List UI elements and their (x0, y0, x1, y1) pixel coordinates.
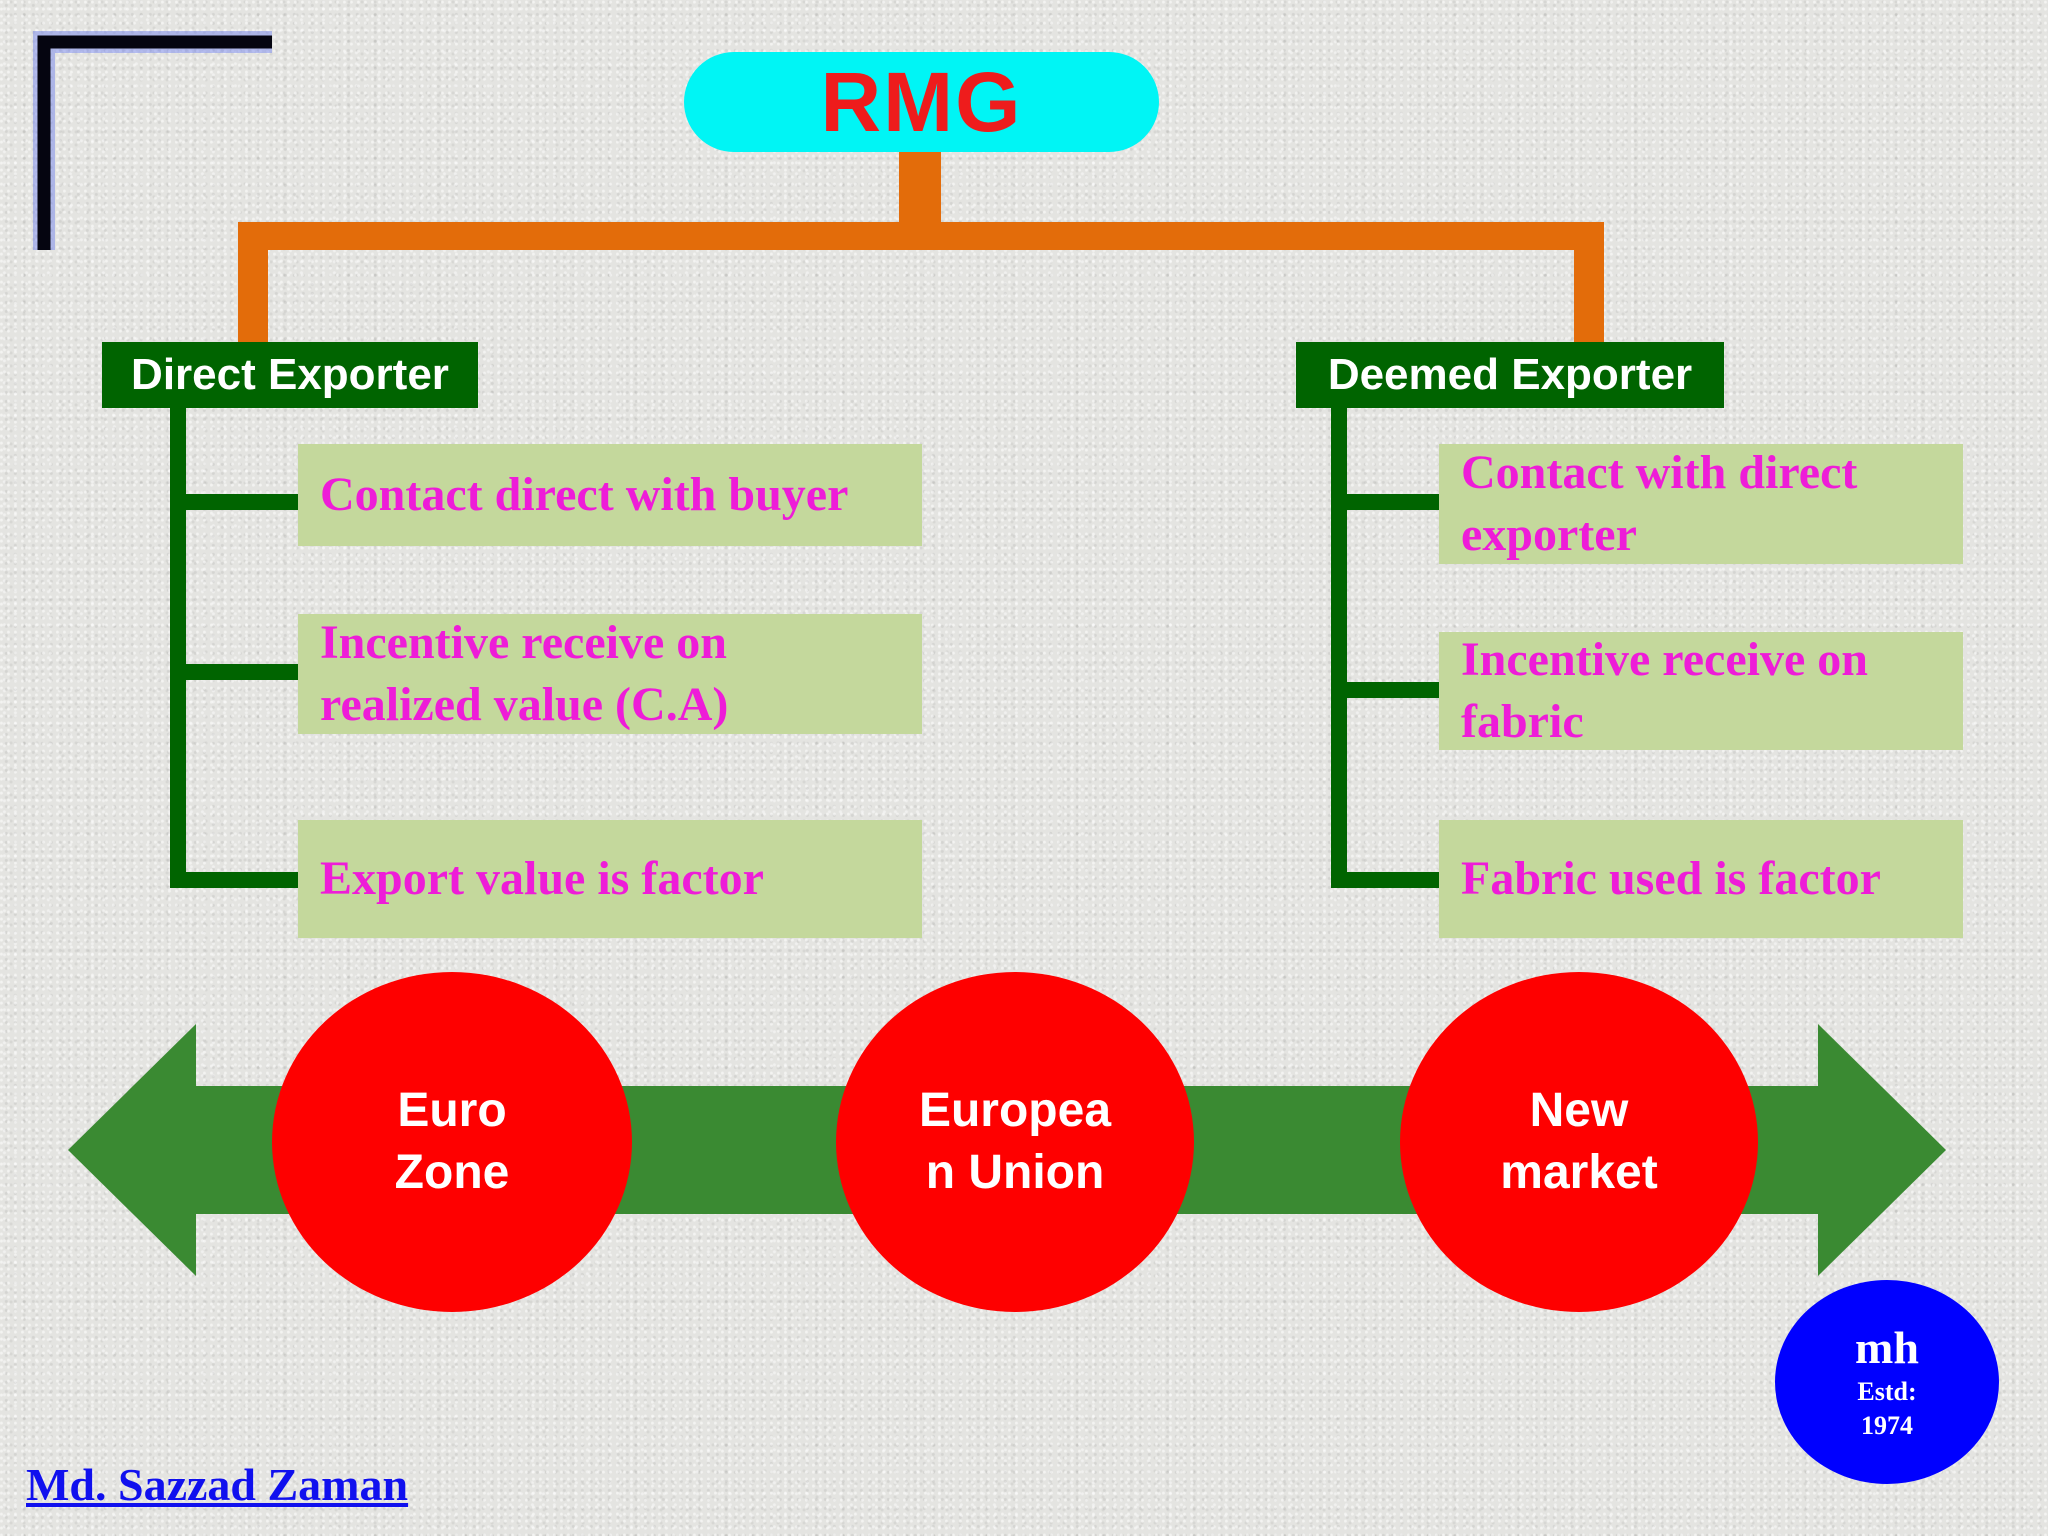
leaf-deemed-2: Incentive receive on fabric (1439, 632, 1963, 750)
leaf-label: Contact direct with buyer (320, 468, 849, 521)
leaf-label: Export value is factor (320, 852, 764, 905)
right-branch-connector (1331, 408, 1441, 888)
badge-initials: mh (1855, 1322, 1919, 1373)
leaf-direct-3: Export value is factor (298, 820, 922, 938)
leaf-label: Incentive receive on fabric (1461, 633, 1868, 748)
leaf-label: Incentive receive on realized value (C.A… (320, 616, 729, 731)
root-label: RMG (820, 54, 1023, 149)
root-connector (238, 152, 1604, 344)
leaf-deemed-3: Fabric used is factor (1439, 820, 1963, 938)
corner-bracket (33, 31, 272, 250)
leaf-label: Fabric used is factor (1461, 852, 1881, 905)
badge-line2: 1974 (1861, 1411, 1913, 1440)
leaf-direct-1: Contact direct with buyer (298, 444, 922, 546)
branch-deemed-exporter: Deemed Exporter (1296, 342, 1724, 408)
root-node: RMG (684, 52, 1159, 152)
market-label: New market (1500, 1084, 1658, 1199)
left-branch-connector (170, 408, 300, 888)
market-label: Europea n Union (918, 1084, 1112, 1199)
author-link[interactable]: Md. Sazzad Zaman (26, 1459, 409, 1510)
branch-label: Deemed Exporter (1327, 350, 1693, 399)
badge-line1: Estd: (1857, 1377, 1917, 1406)
market-circle-1: Euro Zone (272, 972, 632, 1312)
mh-badge: mh Estd: 1974 (1775, 1280, 1999, 1484)
market-label: Euro Zone (394, 1084, 510, 1199)
branch-direct-exporter: Direct Exporter (102, 342, 478, 408)
market-circle-3: New market (1400, 972, 1758, 1312)
market-circle-2: Europea n Union (836, 972, 1194, 1312)
leaf-label: Contact with direct exporter (1461, 446, 1858, 561)
branch-label: Direct Exporter (131, 350, 449, 399)
leaf-direct-2: Incentive receive on realized value (C.A… (298, 614, 922, 734)
leaf-deemed-1: Contact with direct exporter (1439, 444, 1963, 564)
